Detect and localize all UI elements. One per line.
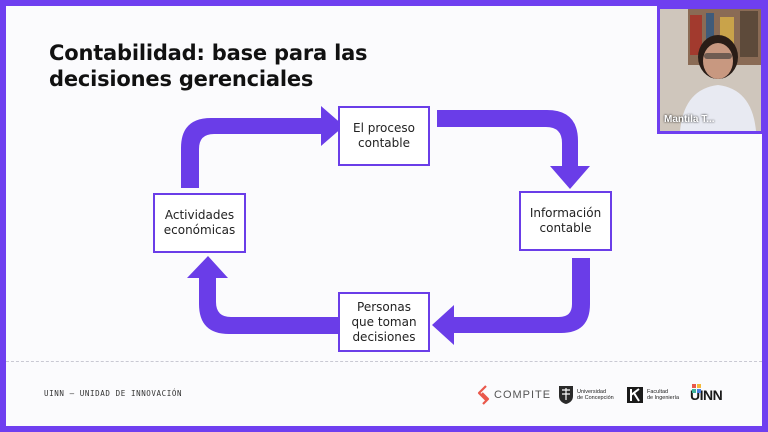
arrow-information-to-people	[432, 258, 590, 345]
compite-logo-icon	[477, 385, 490, 405]
footer-unit-label: UINN – UNIDAD DE INNOVACIÓN	[44, 389, 183, 398]
ingenieria-logo-icon	[627, 387, 643, 403]
ingenieria-logo-line-1: Facultad	[647, 389, 669, 395]
compite-logo-text: COMPITE	[494, 389, 552, 401]
ingenieria-logo-line-2: de Ingeniería	[647, 395, 680, 401]
slide-title-line-2: decisiones gerenciales	[49, 67, 314, 91]
udec-logo-line-2: de Concepción	[577, 395, 614, 401]
udec-crest-icon	[559, 386, 573, 404]
logo-compite: COMPITE	[476, 383, 551, 407]
logo-uinn: UINN	[690, 383, 723, 407]
participant-video-tile[interactable]: Mantila T...	[657, 6, 764, 134]
slide: Contabilidad: base para las decisiones g…	[6, 6, 762, 426]
logo-facultad-de-ingenieria: Facultad de Ingeniería	[626, 383, 679, 407]
cycle-diagram	[181, 106, 590, 345]
arrow-people-to-activities	[187, 256, 340, 334]
slide-title: Contabilidad: base para las decisiones g…	[49, 40, 368, 92]
udec-logo-line-1: Universidad	[577, 389, 607, 395]
footer-divider	[6, 361, 762, 362]
arrow-process-to-information	[437, 110, 590, 189]
participant-video-feed	[660, 9, 761, 131]
slide-title-line-1: Contabilidad: base para las	[49, 41, 368, 65]
uinn-color-mark-icon	[692, 384, 702, 393]
logo-universidad-de-concepcion: Universidad de Concepción	[558, 383, 614, 407]
arrow-activities-to-process	[181, 106, 344, 188]
participant-name-label: Mantila T...	[664, 114, 715, 125]
